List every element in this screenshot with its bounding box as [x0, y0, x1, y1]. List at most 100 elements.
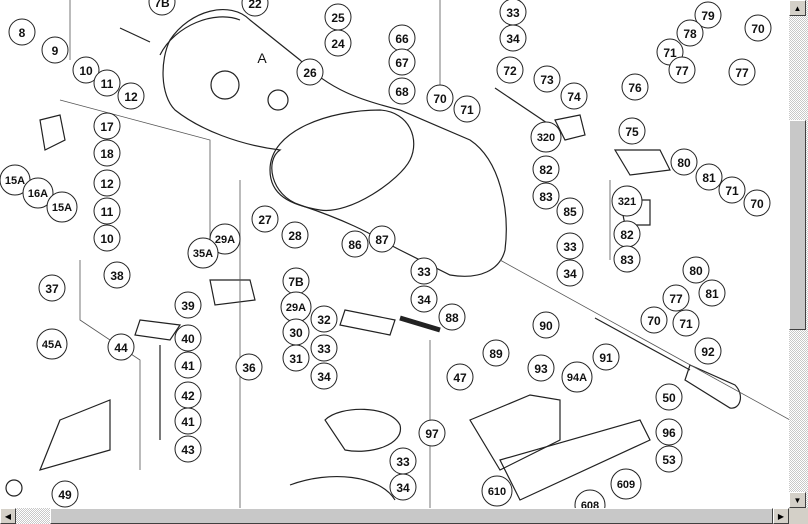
callout-47: 47	[446, 363, 474, 391]
callout-number: 97	[425, 427, 439, 441]
callout-11: 11	[93, 69, 121, 97]
callout-number: 45A	[42, 339, 62, 351]
detail-label: A	[257, 50, 267, 66]
callout-number: 42	[181, 389, 195, 403]
callout-87: 87	[368, 225, 396, 253]
callout-circle	[281, 221, 309, 249]
callout-36: 36	[235, 353, 263, 381]
callout-number: 22	[248, 0, 262, 11]
lever-40	[134, 319, 182, 341]
rod-73	[494, 87, 551, 126]
scrollbar-corner	[789, 508, 808, 524]
callout-number: 29A	[215, 234, 235, 246]
callout-37: 37	[38, 274, 66, 302]
callout-circle	[640, 306, 668, 334]
callout-circle	[743, 189, 771, 217]
callout-number: 8	[19, 26, 26, 40]
callout-number: 16A	[28, 188, 48, 200]
callout-circle	[103, 261, 131, 289]
callout-circle	[533, 65, 561, 93]
callout-38: 38	[103, 261, 131, 289]
callout-circle	[174, 435, 202, 463]
callout-70: 70	[426, 84, 454, 112]
callout-circle	[324, 29, 352, 57]
callout-number: 41	[181, 359, 195, 373]
horizontal-scrollbar[interactable]: ◀ ▶	[0, 508, 789, 524]
callout-circle	[655, 383, 683, 411]
handle-92	[684, 364, 742, 409]
callout-71: 71	[718, 176, 746, 204]
callout-74: 74	[560, 82, 588, 110]
callout-number: 24	[331, 37, 345, 51]
callout-circle	[93, 69, 121, 97]
callout-16A: 16A	[22, 177, 54, 209]
callout-circle	[174, 407, 202, 435]
callout-17: 17	[93, 112, 121, 140]
callout-circle	[209, 223, 241, 255]
callout-77: 77	[662, 284, 690, 312]
callout-77: 77	[668, 56, 696, 84]
callout-94A: 94A	[561, 361, 593, 393]
callout-49: 49	[51, 480, 79, 508]
scroll-right-button[interactable]: ▶	[773, 508, 789, 524]
callout-circle	[718, 176, 746, 204]
callout-33: 33	[410, 257, 438, 285]
callout-321: 321	[611, 185, 643, 217]
callout-number: 77	[675, 64, 689, 78]
callout-number: 31	[289, 352, 303, 366]
horizontal-scroll-thumb[interactable]	[50, 508, 773, 524]
scroll-left-button[interactable]: ◀	[0, 508, 16, 524]
callout-320: 320	[530, 121, 562, 153]
callout-12: 12	[93, 169, 121, 197]
callout-circle	[93, 139, 121, 167]
scroll-down-button[interactable]: ▼	[789, 492, 806, 508]
callout-77: 77	[728, 58, 756, 86]
callout-circle	[530, 121, 562, 153]
callout-68: 68	[388, 77, 416, 105]
callout-circle	[389, 473, 417, 501]
callout-circle	[36, 328, 68, 360]
callout-66: 66	[388, 24, 416, 52]
callout-circle	[532, 155, 560, 183]
motor-shaft	[210, 70, 240, 100]
callout-circle	[93, 169, 121, 197]
callout-circle	[574, 489, 606, 508]
callout-25: 25	[324, 3, 352, 31]
vertical-scrollbar[interactable]: ▲ ▼	[789, 0, 808, 508]
callout-number: 10	[100, 232, 114, 246]
callout-circle	[310, 305, 338, 333]
callout-circle	[694, 1, 722, 29]
callout-circle	[481, 475, 513, 507]
callout-31: 31	[282, 344, 310, 372]
callout-number: 83	[539, 190, 553, 204]
callout-number: 11	[101, 77, 114, 91]
callout-circle	[296, 58, 324, 86]
callout-number: 68	[395, 85, 409, 99]
vertical-scroll-thumb[interactable]	[789, 120, 806, 330]
callout-85: 85	[556, 197, 584, 225]
callout-34: 34	[389, 473, 417, 501]
callout-number: 26	[303, 66, 317, 80]
callout-number: 80	[689, 264, 703, 278]
scroll-up-button[interactable]: ▲	[789, 0, 806, 16]
callout-28: 28	[281, 221, 309, 249]
callout-86: 86	[341, 230, 369, 258]
callout-27: 27	[251, 205, 279, 233]
callout-number: 40	[181, 332, 195, 346]
callout-number: 32	[317, 313, 331, 327]
callout-number: 82	[539, 163, 553, 177]
callout-610: 610	[481, 475, 513, 507]
callout-number: 34	[317, 370, 331, 384]
callout-34: 34	[310, 362, 338, 390]
callout-number: 41	[181, 415, 195, 429]
callout-40: 40	[174, 324, 202, 352]
callout-10: 10	[72, 56, 100, 84]
callout-circle	[72, 56, 100, 84]
callout-number: 320	[537, 132, 555, 144]
callout-number: 66	[395, 32, 409, 46]
callout-83: 83	[532, 182, 560, 210]
callout-7B: 7B	[148, 0, 176, 16]
callout-number: 11	[101, 205, 114, 219]
